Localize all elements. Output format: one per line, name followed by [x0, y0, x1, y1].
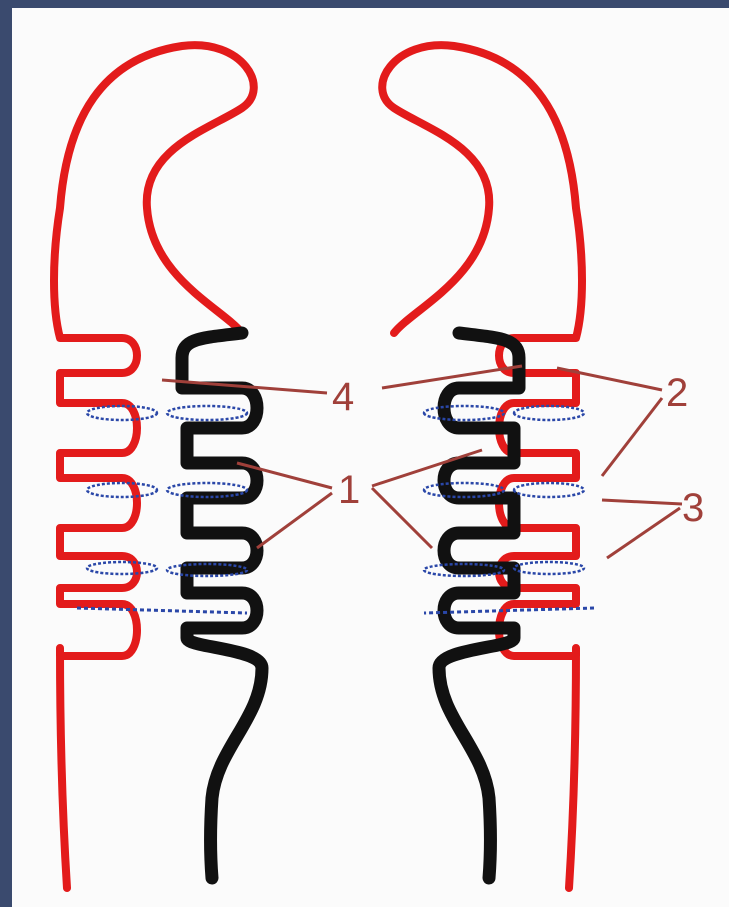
label-2: 2 — [666, 371, 688, 415]
membrane-diagram: 4 1 2 3 — [12, 8, 729, 907]
left-inner-membrane — [182, 333, 262, 878]
leader-3a — [602, 500, 682, 504]
right-membrane-pair — [382, 45, 594, 888]
left-membrane-pair — [54, 45, 262, 888]
leader-1b — [257, 493, 332, 548]
label-1: 1 — [338, 468, 360, 512]
label-3: 3 — [682, 486, 704, 530]
leader-2b — [602, 398, 662, 476]
left-bridges — [77, 406, 247, 613]
label-4: 4 — [332, 375, 354, 419]
diagram-canvas: 4 1 2 3 — [12, 8, 729, 907]
leader-1d — [372, 488, 432, 548]
leader-3b — [607, 508, 680, 558]
